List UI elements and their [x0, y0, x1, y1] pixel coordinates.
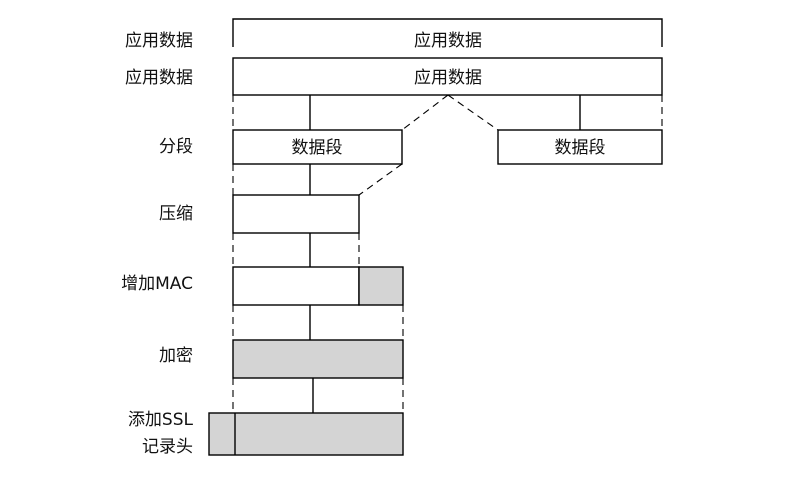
row-label-fragment: 分段 — [159, 137, 193, 157]
row-label-compress: 压缩 — [159, 204, 193, 224]
app-data-box-text: 应用数据 — [414, 68, 482, 88]
app-data-top-bracket — [232, 18, 663, 47]
row-label-encrypt: 加密 — [159, 346, 193, 366]
fragment-right-text: 数据段 — [555, 138, 606, 158]
dash-split-right — [447, 94, 499, 131]
row-label-app-data-1: 应用数据 — [125, 31, 193, 51]
row-label-app-data-2: 应用数据 — [125, 68, 193, 88]
compressed-box — [232, 194, 360, 234]
mac-box — [358, 266, 404, 306]
dash-right-3-4 — [358, 163, 403, 196]
mac-data-box — [232, 266, 360, 306]
fragment-box-left — [232, 129, 403, 165]
row-label-add-header-line1: 添加SSL — [128, 410, 194, 430]
dash-split-left — [401, 94, 449, 131]
row-label-add-header-line2: 记录头 — [142, 437, 193, 457]
row-label-add-mac: 增加MAC — [121, 274, 193, 294]
app-data-top-text: 应用数据 — [414, 31, 482, 51]
fragment-left-text: 数据段 — [292, 138, 343, 158]
encrypted-box — [232, 339, 404, 379]
fragment-box-right — [497, 129, 663, 165]
ssl-record-box — [208, 412, 404, 456]
